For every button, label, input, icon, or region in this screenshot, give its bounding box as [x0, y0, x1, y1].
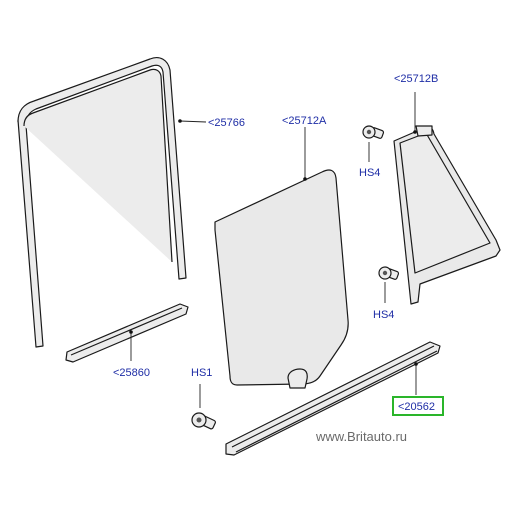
- label-door-glass[interactable]: <25712A: [282, 115, 327, 127]
- screw-hs4-top: [362, 125, 385, 139]
- watermark: www.Britauto.ru: [315, 429, 407, 444]
- quarter-glass-part: [393, 125, 501, 305]
- label-screw-hs4-top[interactable]: HS4: [359, 167, 380, 179]
- label-belt-strip-left[interactable]: <25860: [113, 367, 150, 379]
- seal-frame-part: [17, 57, 187, 348]
- belt-strip-right-part: [225, 341, 441, 456]
- label-quarter-glass[interactable]: <25712B: [394, 73, 438, 85]
- screw-hs4-bottom: [378, 266, 400, 280]
- screw-hs1: [191, 412, 216, 430]
- label-screw-hs1[interactable]: HS1: [191, 367, 212, 379]
- label-screw-hs4-bottom[interactable]: HS4: [373, 309, 394, 321]
- label-belt-strip-right[interactable]: <20562: [398, 401, 435, 413]
- highlight-box: [392, 396, 444, 416]
- door-glass-part: [214, 169, 349, 389]
- label-seal-frame[interactable]: <25766: [208, 117, 245, 129]
- belt-strip-left-part: [65, 303, 189, 363]
- leader-lines: [129, 92, 418, 408]
